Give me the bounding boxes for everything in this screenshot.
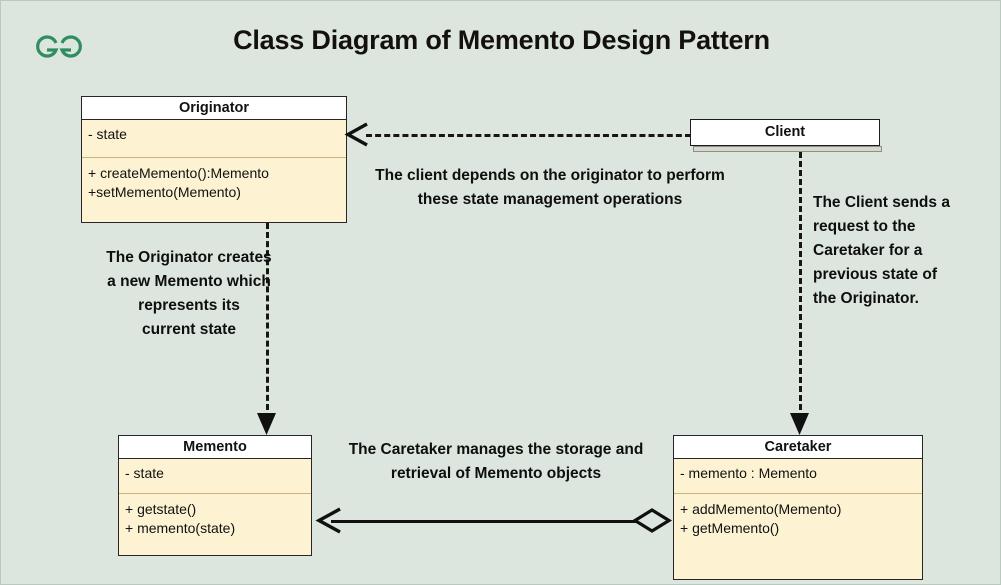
page-title: Class Diagram of Memento Design Pattern: [233, 25, 770, 55]
arrowhead-dependency-originator: [344, 122, 368, 147]
note-client-depends: The client depends on the originator to …: [375, 167, 725, 208]
note-originator-creates: The Originator creates a new Memento whi…: [106, 249, 272, 338]
logo-glyph: [36, 35, 82, 58]
class-name-caretaker: Caretaker: [674, 436, 922, 459]
note-client-request: The Client sends a request to the Careta…: [813, 194, 950, 307]
class-name-originator: Originator: [82, 97, 346, 120]
class-box-client-shadow: [693, 146, 882, 152]
connector-client-to-originator: [366, 134, 691, 137]
class-name-client: Client: [764, 124, 806, 140]
arrowhead-aggregation-memento: [315, 507, 341, 534]
arrowhead-request-caretaker: [790, 413, 809, 435]
connector-caretaker-to-memento: [331, 520, 637, 523]
class-name-memento: Memento: [119, 436, 311, 459]
class-attributes-caretaker: - memento : Memento: [674, 459, 922, 494]
class-attributes-originator: - state: [82, 120, 346, 158]
class-operations-originator: + createMemento():Memento +setMemento(Me…: [88, 165, 269, 200]
aggregation-diamond-caretaker: [631, 508, 673, 533]
class-box-originator[interactable]: Originator - state + createMemento():Mem…: [81, 96, 347, 223]
note-caretaker-manages: The Caretaker manages the storage and re…: [348, 441, 644, 482]
class-box-caretaker[interactable]: Caretaker - memento : Memento + addMemen…: [673, 435, 923, 580]
arrowhead-creates-memento: [257, 413, 276, 435]
class-box-memento[interactable]: Memento - state + getstate() + memento(s…: [118, 435, 312, 556]
class-operations-caretaker: + addMemento(Memento) + getMemento(): [680, 501, 842, 536]
class-operations-memento: + getstate() + memento(state): [125, 501, 236, 536]
class-box-client[interactable]: Client: [690, 119, 880, 146]
connector-client-to-caretaker: [799, 152, 802, 419]
connector-originator-to-memento: [266, 223, 269, 419]
geeksforgeeks-logo: [32, 26, 86, 66]
class-attributes-memento: - state: [119, 459, 311, 494]
